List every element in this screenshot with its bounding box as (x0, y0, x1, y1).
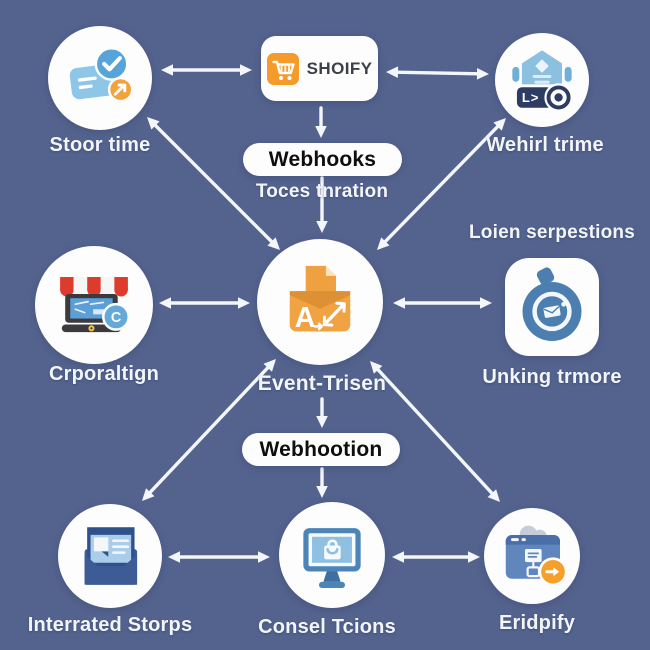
shopify-brand-text: SHOIFY (306, 58, 373, 78)
monitor-label: Consel Tcions (258, 616, 396, 638)
webhootion-pill: Webhootion (242, 433, 400, 466)
browser-flow-icon (505, 525, 568, 587)
folder-translate-icon: A (289, 265, 351, 334)
storefront-icon: C (60, 277, 131, 333)
storefront-badge-letter: C (111, 310, 121, 326)
webhook-robot-label: Wehirl trime (486, 134, 604, 156)
node-mail (58, 504, 162, 608)
loien-caption: Loien serpestions (469, 222, 635, 243)
browser-label: Eridpify (498, 612, 576, 634)
node-lens (505, 258, 599, 356)
node-browser (484, 508, 580, 604)
node-webhook-robot: L> (495, 33, 589, 127)
webhooks-pill: Webhooks (243, 143, 402, 176)
robot-code-text: L> (522, 90, 539, 105)
shopping-cart-icon (266, 52, 299, 85)
lens-envelope-icon (522, 267, 582, 341)
toces-caption: Toces tnration (255, 181, 389, 202)
receipt-check-icon (69, 46, 134, 103)
shop-monitor-icon (303, 528, 361, 588)
newsletter-envelope-icon (84, 527, 138, 585)
event-center-label: Event-Trisen (257, 372, 387, 395)
store-time-label: Stoor time (49, 134, 151, 156)
node-store-time (48, 26, 152, 130)
node-storefront: C (35, 246, 153, 364)
lens-label: Unking trmore (482, 366, 622, 388)
node-monitor (279, 502, 385, 608)
robot-code-icon: L> (512, 50, 573, 112)
storefront-label: Crporaltign (49, 363, 159, 385)
mail-label: Interrated Storps (27, 614, 193, 636)
node-shopify: SHOIFY (261, 36, 378, 101)
node-event-center: A (257, 239, 383, 365)
folder-letter-glyph: A (295, 302, 316, 334)
